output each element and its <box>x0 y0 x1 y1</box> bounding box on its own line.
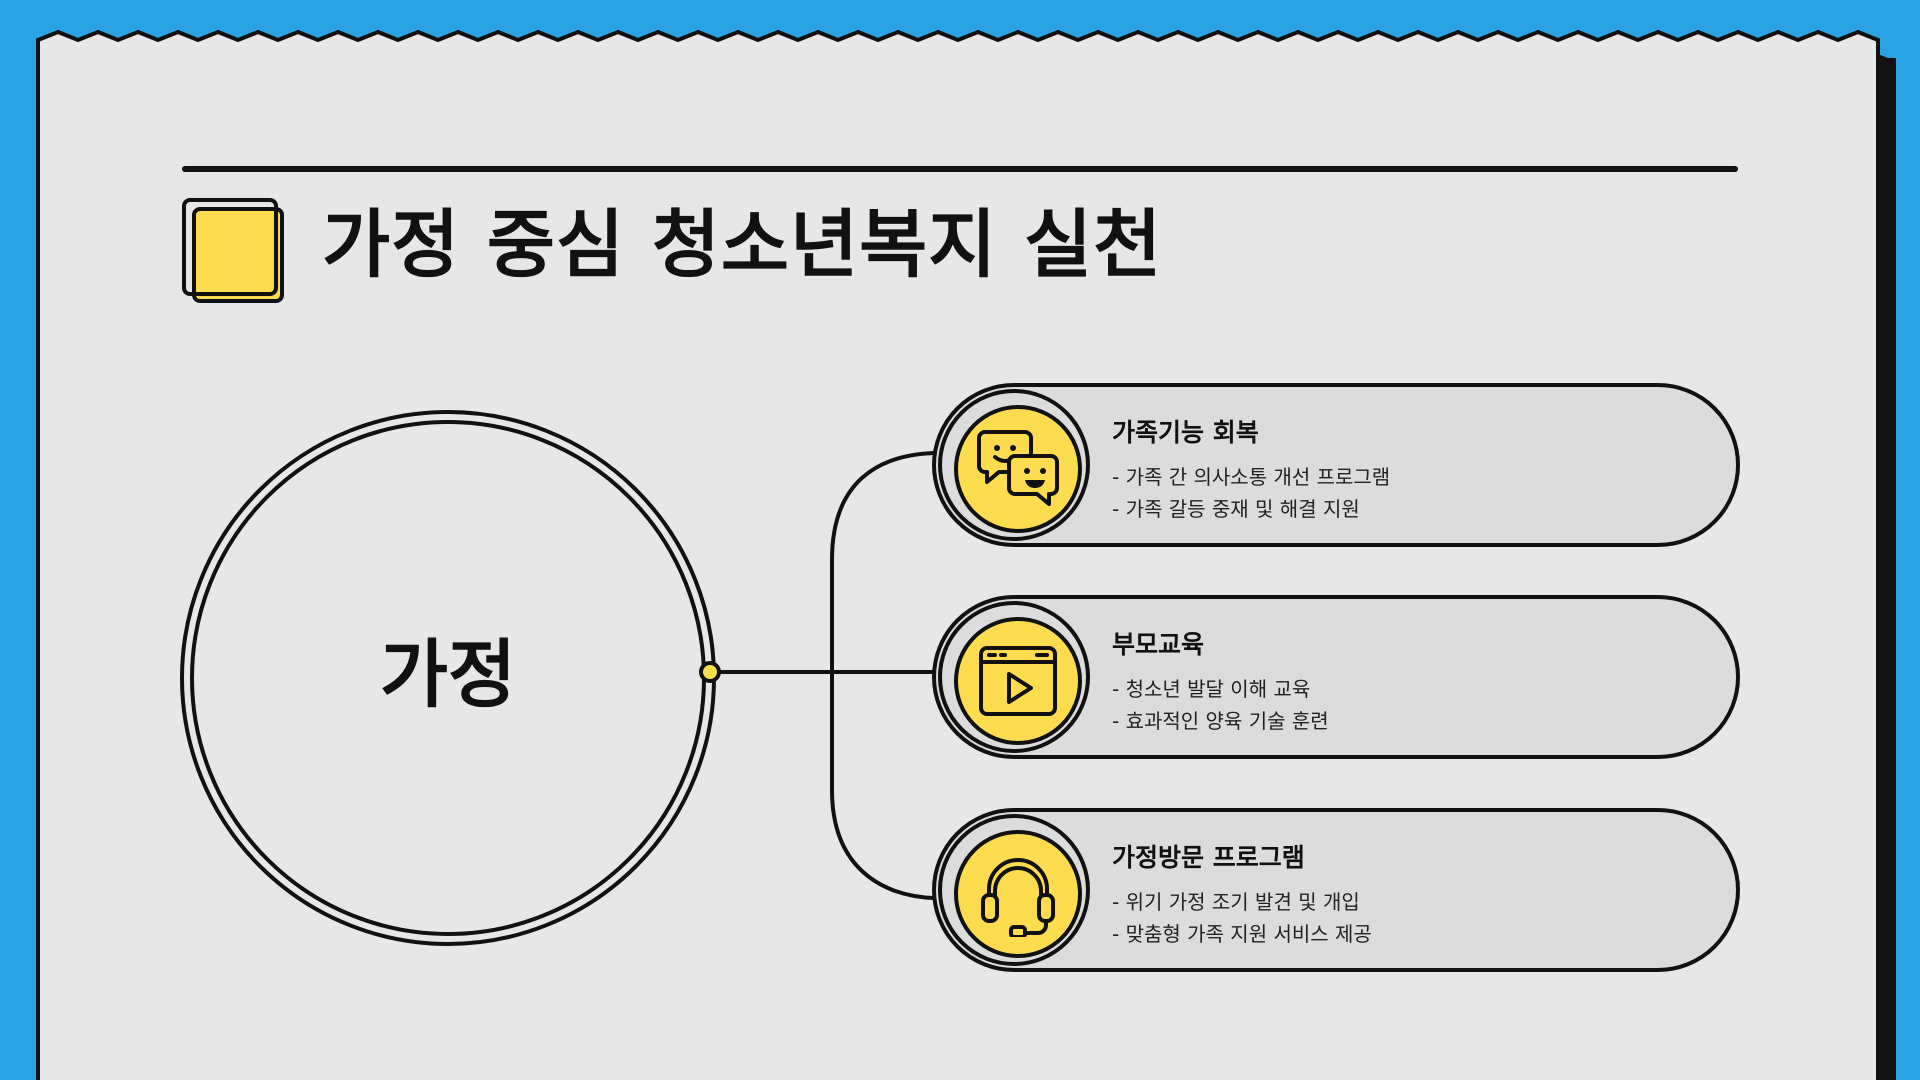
card-home-visit: 가정방문 프로그램 - 위기 가정 조기 발견 및 개입 - 맞춤형 가족 지원… <box>932 808 1740 972</box>
card-parent-education: 부모교육 - 청소년 발달 이해 교육 - 효과적인 양육 기술 훈련 <box>932 595 1740 759</box>
chat-bubbles-icon <box>954 405 1082 533</box>
hub-label: 가정 <box>379 632 517 718</box>
card-family-function: 가족기능 회복 - 가족 간 의사소통 개선 프로그램 - 가족 갈등 중재 및… <box>932 383 1740 547</box>
card-bullet: - 가족 간 의사소통 개선 프로그램 <box>1112 465 1391 489</box>
headset-icon <box>954 830 1082 958</box>
connector-branch-bottom <box>830 672 935 900</box>
card-bullet: - 맞춤형 가족 지원 서비스 제공 <box>1112 922 1372 946</box>
connector-branch-top <box>830 451 935 672</box>
card-icon-ring <box>938 814 1090 966</box>
page-title: 가정 중심 청소년복지 실천 <box>322 202 1163 288</box>
card-bullet: - 가족 갈등 중재 및 해결 지원 <box>1112 497 1360 521</box>
hub-circle-inner <box>190 420 706 936</box>
title-rule <box>182 166 1738 172</box>
card-icon-ring <box>938 389 1090 541</box>
card-bullet: - 효과적인 양육 기술 훈련 <box>1112 709 1329 733</box>
title-square-outline <box>182 198 278 296</box>
card-title: 가족기능 회복 <box>1112 418 1259 447</box>
card-title: 가정방문 프로그램 <box>1112 843 1305 872</box>
hub-connector-dot <box>699 661 721 683</box>
card-icon-ring <box>938 601 1090 753</box>
video-play-icon <box>954 617 1082 745</box>
title-square-icon <box>192 207 284 303</box>
card-bullet: - 위기 가정 조기 발견 및 개입 <box>1112 890 1360 914</box>
card-bullet: - 청소년 발달 이해 교육 <box>1112 677 1311 701</box>
card-title: 부모교육 <box>1112 630 1205 659</box>
